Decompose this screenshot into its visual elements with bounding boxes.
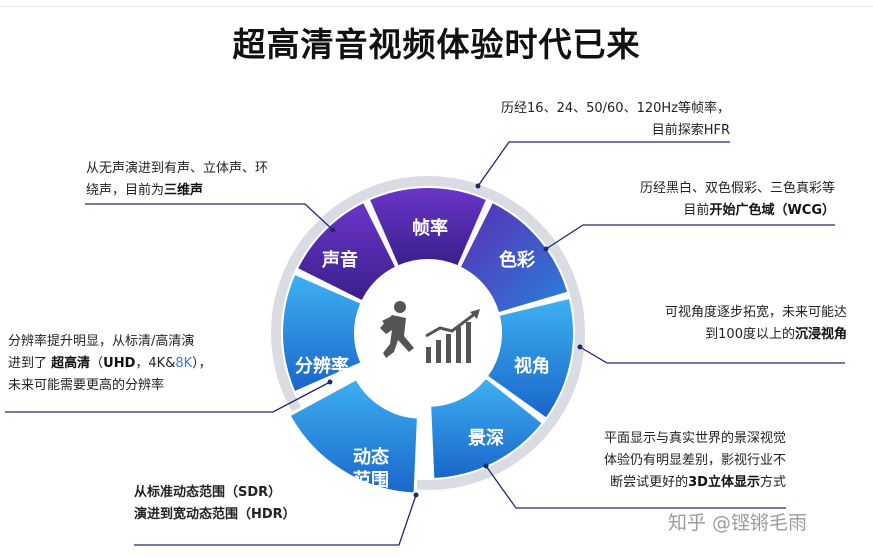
note-color: 历经黑白、双色假彩、三色真彩等 目前开始广色域（WCG） — [580, 178, 835, 222]
note-depth-line3-bold: 3D立体显示 — [688, 475, 760, 490]
note-resolution-line2-accent: 8K — [175, 356, 193, 371]
note-resolution-line2-paren: （ — [90, 356, 104, 371]
note-color-line2: 目前开始广色域（WCG） — [580, 200, 835, 222]
note-depth: 平面显示与真实世界的景深视觉 体验仍有明显差别，影视行业不 断尝试更好的3D立体… — [560, 428, 786, 494]
segment-label-view-angle: 视角 — [514, 355, 550, 377]
connector-frame-rate — [477, 141, 730, 187]
segment-label-dynamic-range-2: 范围 — [353, 469, 389, 491]
note-sound: 从无声演进到有声、立体声、环 绕声，目前为三维声 — [86, 158, 268, 202]
connector-view-angle — [579, 346, 845, 364]
note-sound-line2-bold: 三维声 — [164, 183, 204, 198]
segment-label-sound: 声音 — [321, 249, 358, 271]
note-resolution-line2-bold2: UHD — [103, 356, 136, 371]
note-frame-rate-line2: 目前探索HFR — [651, 123, 730, 138]
segment-label-dynamic-range-1: 动态 — [353, 446, 389, 468]
note-depth-line2: 体验仍有明显差别，影视行业不 — [603, 453, 786, 468]
connector-color — [545, 224, 835, 250]
segment-resolution — [282, 275, 361, 391]
segment-label-color: 色彩 — [499, 249, 535, 271]
note-resolution-line2: 进到了 超高清（UHD，4K&8K）， — [8, 353, 212, 375]
connector-sound — [85, 203, 334, 231]
connector-depth — [485, 465, 786, 509]
note-resolution-line2-mid: ，4K& — [135, 356, 176, 371]
note-sound-line2: 绕声，目前为三维声 — [86, 180, 268, 202]
note-depth-line3-prefix: 断尝试更好的 — [610, 475, 689, 490]
note-sound-line1: 从无声演进到有声、立体声、环 — [86, 161, 269, 176]
segment-label-frame-rate: 帧率 — [412, 217, 448, 239]
running-person-growth-chart-icon — [380, 301, 480, 363]
note-depth-line3-suffix: 方式 — [759, 475, 786, 490]
note-color-line2-bold: 开始广色域（WCG） — [709, 203, 835, 218]
connector-resolution — [5, 381, 331, 413]
note-frame-rate-line1: 历经16、24、50/60、120Hz等帧率， — [501, 101, 730, 116]
note-resolution-line2-bold1: 超高清 — [51, 356, 91, 371]
connector-dynamic-range — [134, 494, 417, 546]
segment-label-resolution: 分辨率 — [295, 355, 349, 377]
note-view-angle-line2: 到100度以上的沉浸视角 — [600, 324, 847, 346]
segment-frame-rate — [370, 187, 486, 266]
note-resolution-line2-suffix: ）， — [192, 356, 212, 371]
note-sound-line2-prefix: 绕声，目前为 — [86, 183, 165, 198]
note-resolution-line1: 分辨率提升明显，从标清/高清演 — [8, 334, 195, 349]
note-depth-line1: 平面显示与真实世界的景深视觉 — [603, 431, 786, 446]
page-title: 超高清音视频体验时代已来 — [232, 25, 641, 64]
segment-label-depth: 景深 — [468, 427, 504, 449]
note-dynamic-range: 从标准动态范围（SDR） 演进到宽动态范围（HDR） — [134, 482, 296, 526]
watermark: 知乎 @铿锵毛雨 — [668, 512, 808, 534]
note-frame-rate: 历经16、24、50/60、120Hz等帧率， 目前探索HFR — [462, 98, 730, 142]
outer-ring — [271, 176, 585, 490]
center-circle — [360, 265, 496, 401]
note-color-line2-prefix: 目前 — [683, 203, 710, 218]
segment-color — [461, 203, 568, 312]
note-view-angle: 可视角度逐步拓宽，未来可能达 到100度以上的沉浸视角 — [600, 302, 847, 346]
note-view-angle-line1: 可视角度逐步拓宽，未来可能达 — [664, 305, 847, 320]
note-depth-line3: 断尝试更好的3D立体显示方式 — [560, 472, 786, 494]
note-resolution-line2-prefix: 进到了 — [8, 356, 52, 371]
segment-dynamic-range — [286, 376, 420, 496]
note-resolution-line3: 未来可能需要更高的分辨率 — [8, 378, 165, 393]
note-dynamic-range-line1: 从标准动态范围（SDR） — [134, 485, 282, 500]
note-view-angle-line2-prefix: 到100度以上的 — [705, 327, 795, 342]
note-color-line1: 历经黑白、双色假彩、三色真彩等 — [639, 181, 835, 196]
top-divider — [0, 6, 873, 7]
note-resolution: 分辨率提升明显，从标清/高清演 进到了 超高清（UHD，4K&8K）， 未来可能… — [8, 331, 212, 397]
note-view-angle-line2-bold: 沉浸视角 — [794, 327, 847, 342]
note-dynamic-range-line2: 演进到宽动态范围（HDR） — [134, 507, 296, 522]
segment-sound — [298, 203, 395, 300]
segment-view-angle — [488, 299, 573, 418]
segment-depth — [431, 379, 542, 478]
